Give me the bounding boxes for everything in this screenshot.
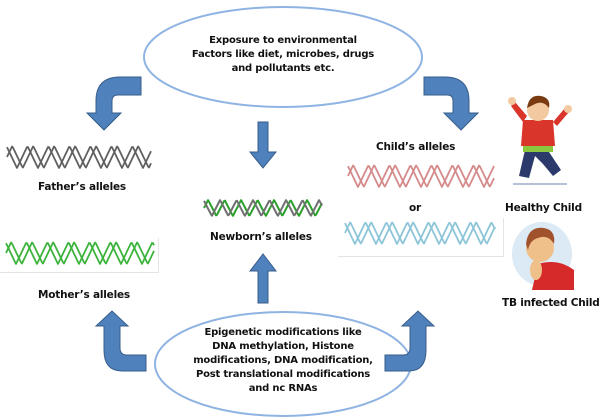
child-dna-frame (338, 218, 504, 257)
environmental-factors-text: Exposure to environmental Factors like d… (191, 35, 375, 74)
tb-infected-child-label: TB infected Child (502, 297, 600, 309)
bent-arrow-up-left (94, 310, 147, 372)
child-dna-blue-strand (344, 221, 496, 245)
tb-infected-child-image (508, 218, 578, 293)
bent-arrow-up-right (384, 310, 436, 372)
epigenetic-modifications-text: Epigenetic modifications like DNA methyl… (193, 327, 373, 394)
or-label: or (409, 202, 421, 214)
newborn-dna-strand (203, 199, 323, 217)
healthy-child-label: Healthy Child (505, 202, 582, 214)
mother-dna-frame (0, 238, 159, 273)
father-alleles-label: Father’s alleles (38, 181, 126, 193)
healthy-child-image (508, 95, 572, 185)
bent-arrow-down-left (85, 76, 142, 131)
child-alleles-label: Child’s alleles (376, 141, 456, 153)
bent-arrow-down-right (423, 76, 480, 131)
arrow-down-center (248, 121, 278, 169)
arrow-up-center (248, 253, 278, 304)
father-dna-strand (6, 145, 152, 169)
newborn-alleles-label: Newborn’s alleles (210, 231, 312, 243)
mother-alleles-label: Mother’s alleles (38, 289, 130, 301)
mother-dna-strand (5, 241, 155, 265)
child-dna-red-strand (347, 164, 495, 188)
